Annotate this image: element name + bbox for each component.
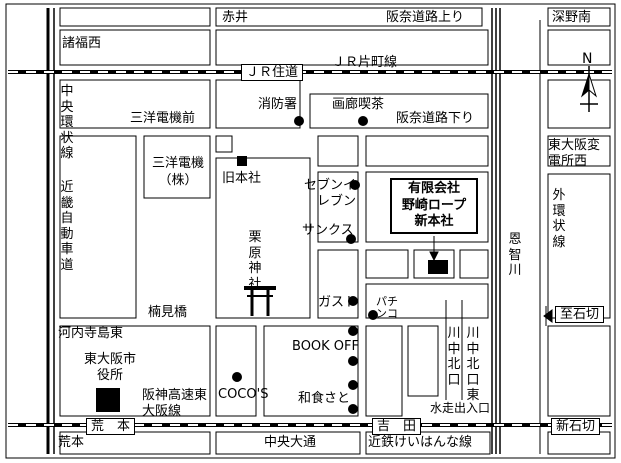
chuo-kanjo-lines [46,8,55,454]
compass-north-label: N [582,51,593,67]
city-hall-marker [96,388,120,412]
place-seven-eleven: セブンイレブン [304,178,357,209]
place-book-off: BOOK OFF [292,339,359,354]
station-shin-ishikiri: 新石切 [551,418,601,435]
area-kawachi-teramachi: 河内寺島東 [58,326,124,341]
ramp-mizuhashi: 水走出入口 [430,401,491,415]
area-aramoto: 荒本 [58,435,85,450]
line-kintetsu: 近鉄けいはんな線 [368,435,473,450]
river-onchi: 恩智川 [508,232,522,279]
place-shrine: 栗原神社 [248,230,262,292]
book-off-marker [348,326,358,336]
place-city-hall: 東大阪市役所 [83,352,136,384]
station-yoshida: 吉 田 [372,418,422,435]
road-soto-kanjo: 外環状線 [552,188,566,250]
company-line-3: 新本社 [414,214,454,230]
company-line-1: 有限会社 [407,180,460,196]
book-off-marker-2 [348,356,358,366]
map-frame [5,3,616,459]
road-akai: 赤井 [222,10,249,25]
cafe-marker [358,116,368,126]
crossing-kawanaka-kita: 川中北口 [447,326,461,388]
torii-icon [244,286,276,316]
place-cocos: COCO'S [218,387,269,402]
washoku-sato-marker [348,380,358,390]
area-kusumibashi: 楠見橋 [148,305,188,320]
ishikiri-arrow [543,306,553,326]
compass-icon [580,66,598,112]
sunkus-marker [346,234,356,244]
washoku-sato-marker-2 [348,404,358,414]
road-hannan-up: 阪奈道路上り [386,10,465,25]
place-old-office: 旧本社 [222,171,262,186]
road-hannan-down: 阪奈道路下り [396,111,475,126]
road-chuo-odori: 中央大通 [264,435,317,450]
crossing-kawanaka-kita-east: 川中北口東 [466,326,480,404]
seven-eleven-marker [350,180,360,190]
area-sanyo-denki-mae: 三洋電機前 [130,111,196,126]
pachinko-marker [368,310,378,320]
company-callout: 有限会社 野崎ロープ 新本社 [390,178,478,234]
area-higashiosaka-substation: 東大阪変電所西 [548,138,601,170]
place-pachinko: パチンコ [376,295,398,321]
place-sunkus: サンクス [302,223,354,238]
place-washoku-sato: 和食さと [298,391,351,406]
area-morofukunishi: 諸福西 [62,36,102,51]
company-line-2: 野崎ロープ [401,197,467,213]
city-blocks [59,7,611,455]
company-arrow [429,236,439,262]
cocos-marker [232,372,242,382]
place-cafe: 画廊喫茶 [332,97,385,112]
road-kinki-expressway: 近畿自動車道 [60,180,74,273]
new-office-marker [428,260,448,274]
place-fire-station: 消防署 [258,97,298,112]
road-hanshin-expressway: 阪神高速東大阪線 [142,388,208,420]
line-jr-katamachi: ＪＲ片町線 [332,55,398,70]
fire-station-marker [294,116,304,126]
place-sanyo-company: 三洋電機（株） [151,156,204,188]
station-aramoto: 荒 本 [86,418,136,435]
direction-ishikiri: 至石切 [555,306,605,323]
place-gusto: ガスト [318,295,358,310]
gusto-marker [348,296,358,306]
road-chuo-kanjo: 中央環状線 [60,84,74,162]
station-jr-sumimichi: ＪＲ住道 [241,64,304,81]
soto-kanjo-lines [491,8,501,454]
old-office-marker [237,156,247,166]
kawanaka-road-lines [445,300,463,400]
area-fukanominami: 深野南 [552,10,592,25]
